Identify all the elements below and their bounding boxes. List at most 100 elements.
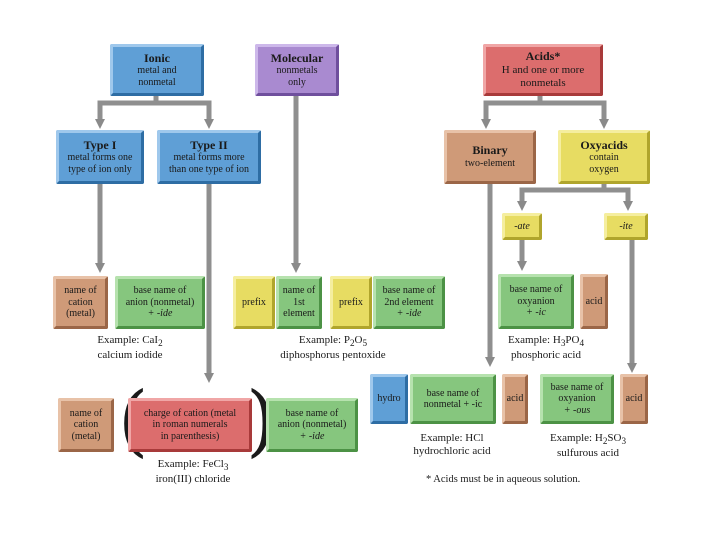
ite-example-l2: sulfurous acid	[556, 447, 619, 460]
t1-anion-l3: + -ide	[147, 308, 173, 320]
type1-sub2: type of ion only	[68, 163, 132, 175]
t2-charge-l2: in roman numerals	[152, 419, 228, 431]
mol-second-l2: 2nd element	[384, 296, 434, 308]
ate-oxyanion-l3: + -ic	[526, 307, 546, 319]
t2-anion-box: base name of anion (nonmetal) + -ide	[266, 398, 358, 452]
ate-example-l1a: Example: H	[507, 334, 561, 346]
ite-acid: acid	[625, 393, 643, 405]
mol-second-l3: + -ide	[396, 308, 422, 320]
molecular-sub2: only	[288, 76, 306, 88]
t2-example-sub: 3	[223, 462, 229, 473]
ionic-sub2: nonmetal	[138, 76, 176, 88]
t1-example-l2: calcium iodide	[97, 349, 163, 362]
type2-sub1: metal forms more	[173, 152, 245, 164]
ite-oxyanion-l3: + -ous	[563, 404, 591, 416]
oxyacids-sub2: oxygen	[589, 163, 619, 175]
t1-cation-box: name of cation (metal)	[53, 276, 108, 329]
ate-example-s2: 4	[579, 338, 585, 349]
acids-box: Acids* H and one or more nonmetals	[483, 44, 603, 96]
bin-example: Example: HCl hydrochloric acid	[392, 432, 512, 458]
type1-box: Type I metal forms one type of ion only	[56, 130, 144, 184]
t2-charge-box: charge of cation (metal in roman numeral…	[128, 398, 252, 452]
acids-sub1: H and one or more	[501, 64, 585, 77]
mol-prefix2: prefix	[339, 296, 363, 308]
mol-first-box: name of 1st element	[276, 276, 322, 329]
t1-example: Example: CaI2 calcium iodide	[70, 334, 190, 362]
bin-nonmetal-box: base name of nonmetal + -ic	[410, 374, 496, 424]
t2-example: Example: FeCl3 iron(III) chloride	[138, 458, 248, 486]
t1-cation-l2: cation	[68, 296, 93, 308]
footnote: * Acids must be in aqueous solution.	[426, 474, 581, 485]
t2-cation-l1: name of	[69, 407, 103, 419]
type2-title: Type II	[190, 137, 228, 152]
mol-prefix2-box: prefix	[330, 276, 372, 329]
ate-label: -ate	[514, 220, 530, 232]
acids-title: Acids*	[525, 49, 561, 64]
hydro-label: hydro	[377, 393, 401, 405]
mol-first-l2: 1st	[293, 296, 305, 308]
mol-first-l3: element	[283, 308, 315, 320]
t2-example-l1: Example: FeCl	[157, 458, 224, 470]
t1-cation-l1: name of	[64, 285, 97, 297]
t2-example-l2: iron(III) chloride	[155, 473, 231, 486]
mol-example-s2: 5	[362, 338, 368, 349]
hydro-box: hydro	[370, 374, 408, 424]
ate-box: -ate	[502, 213, 542, 240]
t2-anion-l2: anion (nonmetal)	[277, 419, 347, 431]
ate-example-l2: phosphoric acid	[511, 349, 581, 362]
mol-first-l1: name of	[282, 285, 316, 297]
t1-example-sub: 2	[158, 338, 163, 349]
binary-box: Binary two-element	[444, 130, 536, 184]
mol-example-l2: diphosphorus pentoxide	[280, 349, 386, 362]
mol-example-l1a: Example: P	[298, 334, 350, 346]
oxyacids-sub1: contain	[589, 152, 619, 164]
ate-acid: acid	[585, 295, 603, 307]
mol-second-box: base name of 2nd element + -ide	[373, 276, 445, 329]
ite-label: -ite	[619, 220, 633, 232]
ate-acid-box: acid	[580, 274, 608, 329]
mol-example-s1: 2	[349, 338, 355, 349]
ate-example: Example: H3PO4 phosphoric acid	[486, 334, 606, 362]
ite-oxyanion-box: base name of oxyanion + -ous	[540, 374, 614, 424]
type1-sub1: metal forms one	[67, 152, 133, 164]
binary-sub1: two-element	[465, 158, 515, 170]
ionic-title: Ionic	[143, 50, 170, 65]
ate-oxyanion-box: base name of oxyanion + -ic	[498, 274, 574, 329]
ite-acid-box: acid	[620, 374, 648, 424]
t1-anion-box: base name of anion (nonmetal) + -ide	[115, 276, 205, 329]
ite-box: -ite	[604, 213, 648, 240]
oxyacids-box: Oxyacids contain oxygen	[558, 130, 650, 184]
ate-example-s1: 3	[560, 338, 566, 349]
molecular-title: Molecular	[270, 50, 324, 65]
t1-anion-l2: anion (nonmetal)	[125, 296, 195, 308]
acids-sub2: nonmetals	[520, 76, 566, 89]
mol-example: Example: P2O5 diphosphorus pentoxide	[258, 334, 408, 362]
ite-oxyanion-l1: base name of	[550, 381, 604, 393]
bin-nonmetal-l2: nonmetal + -ic	[423, 399, 483, 410]
ite-example: Example: H2SO3 sulfurous acid	[528, 432, 648, 460]
molecular-sub1: nonmetals	[276, 65, 318, 77]
type2-sub2: than one type of ion	[169, 163, 249, 175]
oxyacids-title: Oxyacids	[580, 137, 628, 152]
ate-example-l1b: PO	[565, 334, 580, 346]
molecular-box: Molecular nonmetals only	[255, 44, 339, 96]
t1-example-l1: Example: CaI	[97, 334, 159, 346]
type2-box: Type II metal forms more than one type o…	[157, 130, 261, 184]
mol-example-l1b: O	[354, 334, 363, 346]
mol-second-l1: base name of	[382, 285, 436, 297]
ate-oxyanion-l2: oxyanion	[517, 295, 555, 307]
mol-prefix1: prefix	[242, 296, 266, 308]
bin-example-l2: hydrochloric acid	[413, 445, 491, 458]
ate-oxyanion-l1: base name of	[509, 284, 563, 296]
ite-oxyanion-l2: oxyanion	[558, 393, 596, 405]
ite-example-l1b: SO	[607, 432, 622, 444]
bin-acid-box: acid	[502, 374, 528, 424]
bin-example-l1: Example: HCl	[420, 432, 484, 444]
t2-anion-l3: + -ide	[299, 430, 325, 442]
mol-prefix1-box: prefix	[233, 276, 275, 329]
t2-anion-l1: base name of	[285, 407, 339, 419]
ionic-box: Ionic metal and nonmetal	[110, 44, 204, 96]
bin-acid: acid	[506, 393, 524, 405]
ionic-sub1: metal and	[137, 65, 177, 77]
